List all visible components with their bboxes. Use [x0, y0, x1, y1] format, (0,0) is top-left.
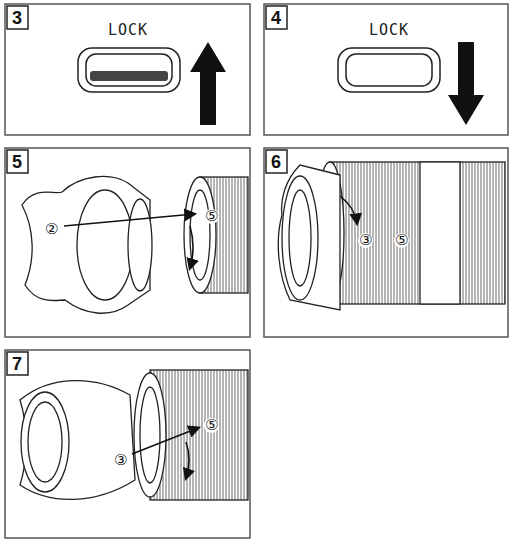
step-number: 7 [12, 355, 22, 373]
step-number: 6 [271, 153, 281, 171]
step-number: 3 [12, 9, 22, 27]
callout-number: ⑤ [394, 233, 409, 248]
step-number: 5 [12, 153, 22, 171]
callout-number: ③ [113, 453, 128, 468]
callout-number: ⑤ [204, 418, 219, 433]
callout-number: ② [44, 222, 59, 237]
button-caption: LOCK [108, 23, 148, 38]
callout-number: ③ [358, 233, 373, 248]
step-number: 4 [271, 9, 281, 27]
button-caption: LOCK [369, 23, 409, 38]
callout-number: ⑤ [204, 209, 219, 224]
